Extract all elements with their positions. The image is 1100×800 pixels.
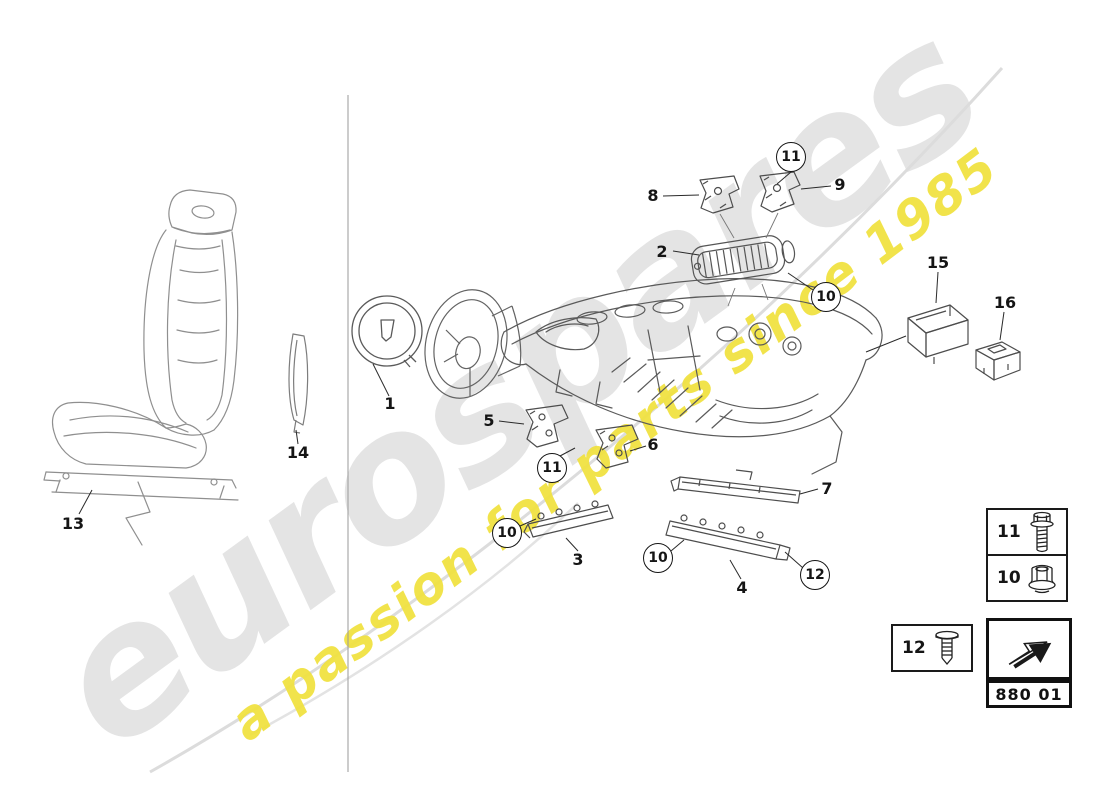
part-label-2[interactable]: 2 [656,242,668,261]
part-label-16[interactable]: 16 [993,293,1017,312]
bracket-9-illustration [759,171,801,213]
part-label-4[interactable]: 4 [736,578,748,597]
bracket-8-illustration [699,175,740,214]
legend-item-nut: 10 [986,554,1068,602]
expansion-rivet-icon [935,630,959,666]
legend-item-rivet: 12 [891,624,973,672]
hex-flange-nut-icon [1028,564,1056,594]
retainer-16-illustration [975,341,1021,381]
part-label-7[interactable]: 7 [821,479,833,498]
module-box-15-illustration [907,304,969,364]
page-code: 880 01 [986,680,1072,708]
fastener-callout-11-top[interactable]: 11 [776,142,806,172]
pillar-trim-illustration [288,333,309,434]
steering-wheel-illustration [424,289,522,399]
airbag-assembly-lines [719,212,779,307]
part-label-6[interactable]: 6 [647,435,659,454]
hex-flange-bolt-icon [1030,511,1054,553]
fastener-callout-10-bottom[interactable]: 10 [643,543,673,573]
legend-label-10: 10 [997,568,1021,588]
part-label-3[interactable]: 3 [572,550,584,569]
fastener-callout-10-left[interactable]: 10 [492,518,522,548]
part-label-8[interactable]: 8 [647,186,659,205]
part-label-13[interactable]: 13 [61,514,85,533]
part-label-9[interactable]: 9 [834,175,846,194]
dashboard-illustration [500,278,883,475]
fastener-callout-12[interactable]: 12 [800,560,830,590]
driver-airbag-illustration [351,295,423,368]
legend-item-bolt: 11 [986,508,1068,556]
passenger-airbag-illustration [690,235,796,285]
part-label-5[interactable]: 5 [483,411,495,430]
bracket-strip-3-illustration [523,500,614,539]
support-rail-illustration [670,469,801,504]
bracket-6-illustration [595,424,639,469]
legend-label-12: 12 [902,638,926,658]
bracket-strip-4-illustration [665,514,791,561]
bracket-5-illustration [525,404,569,448]
part-label-1[interactable]: 1 [384,394,396,413]
legend-label-11: 11 [997,522,1021,542]
direction-arrow-icon [1008,641,1052,669]
nav-arrow-box [986,618,1072,680]
leader-lines [78,171,1005,580]
part-label-15[interactable]: 15 [926,253,950,272]
part-label-14[interactable]: 14 [286,443,310,462]
fastener-callout-11-mid[interactable]: 11 [537,453,567,483]
fastener-callout-10-airbag[interactable]: 10 [811,282,841,312]
seat-illustration [43,189,239,546]
